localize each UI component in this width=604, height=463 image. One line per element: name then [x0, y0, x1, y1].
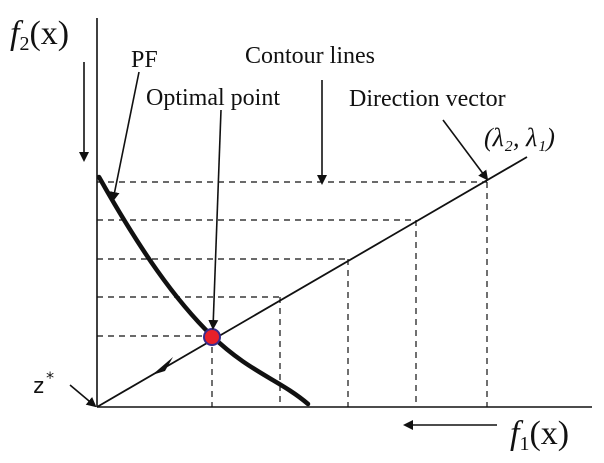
direction-arrowhead-icon	[152, 357, 173, 375]
optimal-point-marker	[203, 328, 221, 346]
x-axis-label: f1(x)	[510, 415, 569, 455]
contour-lines-horizontal	[97, 181, 487, 337]
contour-lines-label: Contour lines	[245, 43, 375, 69]
pareto-front-curve	[96, 174, 311, 407]
pf-pointer-arrow	[109, 71, 140, 202]
z-star-pointer-arrow	[69, 384, 97, 408]
contour-lines-vertical	[211, 182, 488, 407]
lambda-point-label: (λ₂, λ₁)	[484, 123, 555, 152]
pf-label: PF	[131, 47, 158, 73]
direction-vector-pointer-arrow	[442, 119, 489, 181]
z-star-label: z*	[32, 368, 55, 399]
y-axis-label: f2(x)	[10, 15, 69, 55]
direction-vector-label: Direction vector	[349, 86, 506, 112]
optimal-point-pointer-arrow	[208, 109, 222, 330]
direction-vector-line	[96, 156, 528, 408]
optimal-point-label: Optimal point	[146, 85, 280, 111]
